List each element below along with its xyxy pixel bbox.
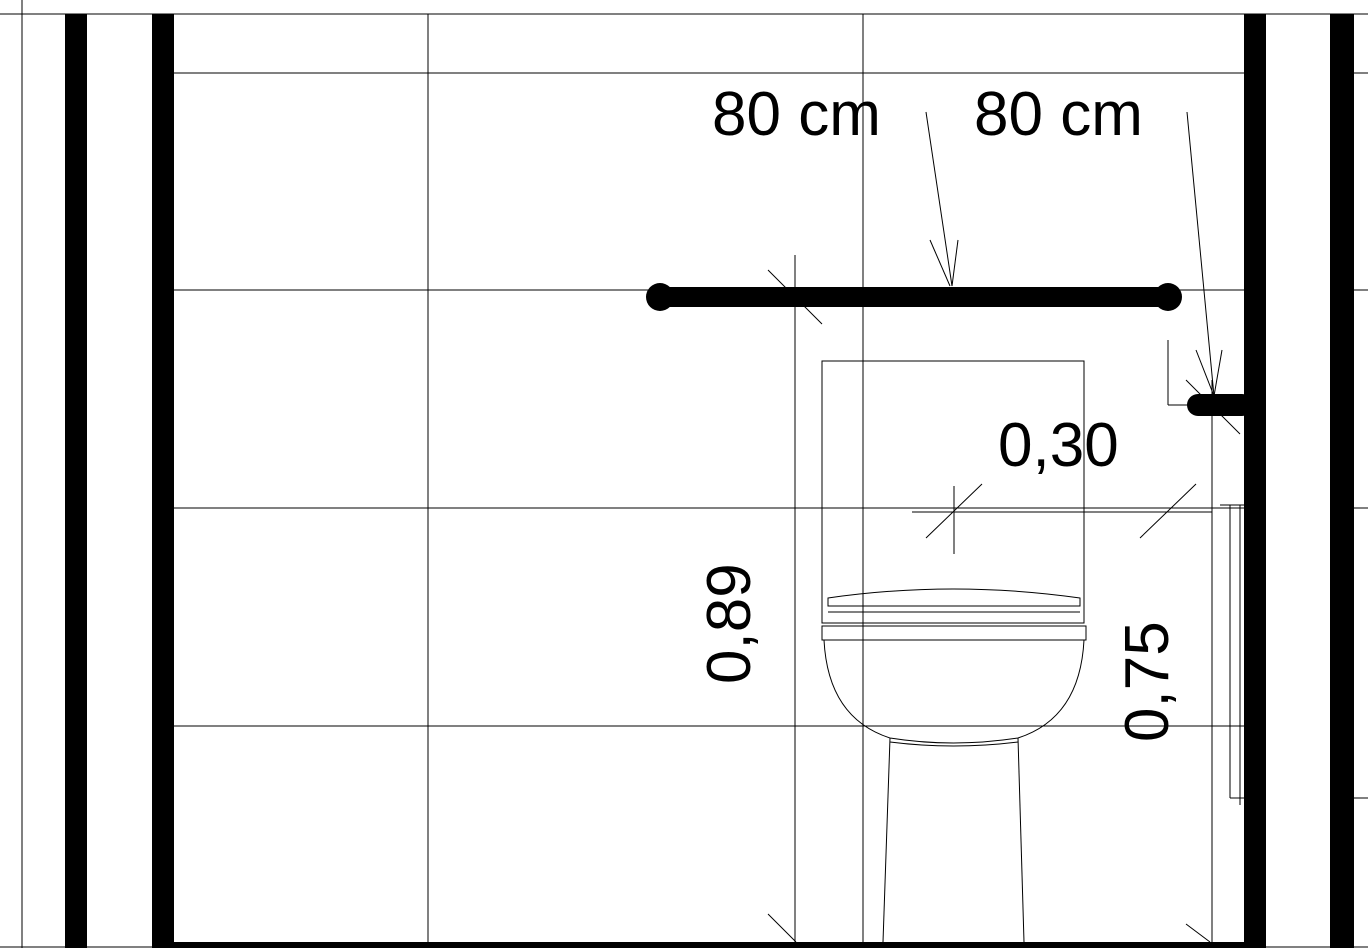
label-grab-bar-length-left: 80 cm: [712, 80, 881, 149]
leader-arrows: [925, 111, 1223, 397]
label-dim-height-left: 0,89: [695, 563, 764, 684]
toilet-seat: [821, 625, 1087, 641]
walls: [65, 14, 1354, 948]
side-grab-bar: [1167, 340, 1253, 416]
wall-left-inner: [152, 14, 174, 948]
toilet: [821, 360, 1087, 943]
dimension-lines: [767, 255, 1244, 943]
label-dim-offset: 0,30: [998, 411, 1119, 480]
wall-left-outer: [65, 14, 87, 948]
horizontal-grab-bar: [646, 283, 1182, 311]
floor-line: [152, 942, 1266, 948]
label-grab-bar-length-right: 80 cm: [974, 80, 1143, 149]
toilet-tank: [821, 360, 1085, 624]
wall-right-inner: [1244, 14, 1266, 948]
tile-grid: [174, 14, 1368, 942]
wall-right-outer: [1330, 14, 1354, 948]
label-dim-height-right: 0,75: [1113, 621, 1182, 742]
toilet-lid: [827, 588, 1081, 607]
toilet-bowl: [823, 639, 1085, 744]
